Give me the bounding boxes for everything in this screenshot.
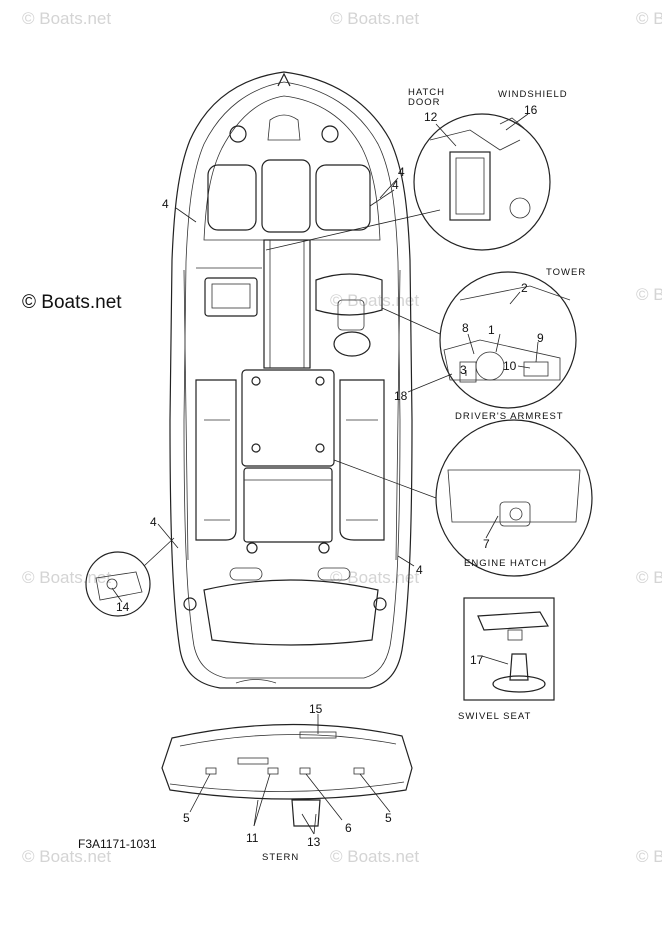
callout-leaders <box>111 113 539 835</box>
callout-5-a: 5 <box>183 811 190 825</box>
detail-windshield <box>265 113 551 251</box>
callout-4-a: 4 <box>162 197 169 211</box>
caption-stern: STERN <box>262 852 299 863</box>
watermark-low-left: © Boats.net <box>22 568 111 587</box>
diagram-code: F3A1171-1031 <box>78 837 157 851</box>
caption-drivers-armrest: DRIVER'S ARMREST <box>455 411 564 422</box>
watermark-top-right: © Boats.net <box>636 9 662 28</box>
callout-7: 7 <box>483 537 490 551</box>
callout-17: 17 <box>470 653 484 667</box>
watermark-bottom-right: © Boats.net <box>636 847 662 866</box>
callout-4-c: 4 <box>392 178 399 192</box>
callout-4-e: 4 <box>416 563 423 577</box>
caption-hatch-door-line2: DOOR <box>408 97 441 108</box>
caption-engine-hatch: ENGINE HATCH <box>464 558 547 569</box>
callout-2: 2 <box>521 281 528 295</box>
detail-port-side <box>85 537 175 617</box>
callout-15: 15 <box>309 702 323 716</box>
stern-view <box>161 723 413 827</box>
callout-14: 14 <box>116 600 130 614</box>
watermark-top-center: © Boats.net <box>330 9 419 28</box>
callout-5-b: 5 <box>385 811 392 825</box>
watermark-bottom-left: © Boats.net <box>22 847 111 866</box>
detail-engine-hatch <box>333 419 593 577</box>
callout-10: 10 <box>503 359 517 373</box>
callout-6: 6 <box>345 821 352 835</box>
caption-swivel-seat: SWIVEL SEAT <box>458 711 531 722</box>
callout-18: 18 <box>394 389 408 403</box>
boat-hull-top-view <box>169 71 413 689</box>
watermark-mid-center: © Boats.net <box>330 291 419 310</box>
caption-tower: TOWER <box>546 267 586 278</box>
caption-windshield: WINDSHIELD <box>498 89 568 100</box>
callout-16: 16 <box>524 103 538 117</box>
detail-drivers-armrest <box>381 271 577 409</box>
caption-hatch-door-line1: HATCH <box>408 87 445 98</box>
callout-4-d: 4 <box>150 515 157 529</box>
callout-3: 3 <box>460 363 467 377</box>
callout-11: 11 <box>246 831 259 845</box>
callout-8: 8 <box>462 321 469 335</box>
callout-9: 9 <box>537 331 544 345</box>
callout-labels: 1 2 3 4 4 4 4 4 5 5 6 7 8 9 10 11 12 13 … <box>116 103 544 849</box>
callout-1: 1 <box>488 323 495 337</box>
callout-4-b: 4 <box>398 165 405 179</box>
watermark-bottom-center: © Boats.net <box>330 847 419 866</box>
callout-12: 12 <box>424 110 438 124</box>
watermark-main: © Boats.net <box>22 292 122 313</box>
watermark-top-left: © Boats.net <box>22 9 111 28</box>
swivel-seat-inset <box>463 597 555 701</box>
watermark-mid-right: © Boats.net <box>636 285 662 304</box>
watermark-low-right: © Boats.net <box>636 568 662 587</box>
callout-13: 13 <box>307 835 321 849</box>
